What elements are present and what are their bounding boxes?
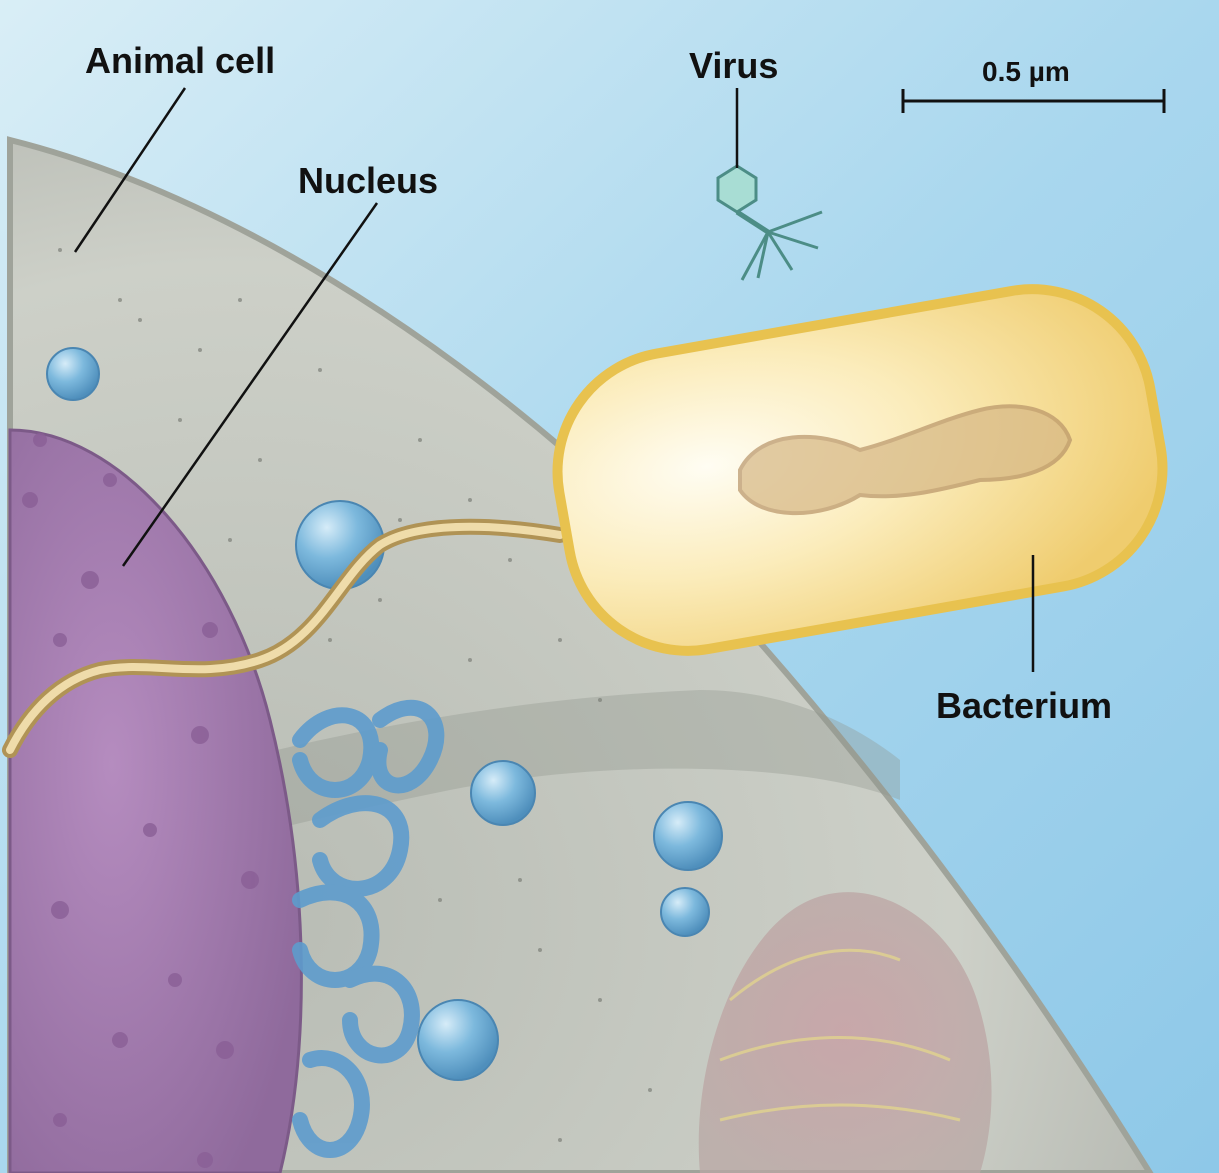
- label-bacterium: Bacterium: [936, 688, 1112, 724]
- label-nucleus: Nucleus: [298, 163, 438, 199]
- label-animal-cell: Animal cell: [85, 43, 275, 79]
- label-virus: Virus: [689, 48, 778, 84]
- scale-bar-label: 0.5 µm: [982, 58, 1070, 86]
